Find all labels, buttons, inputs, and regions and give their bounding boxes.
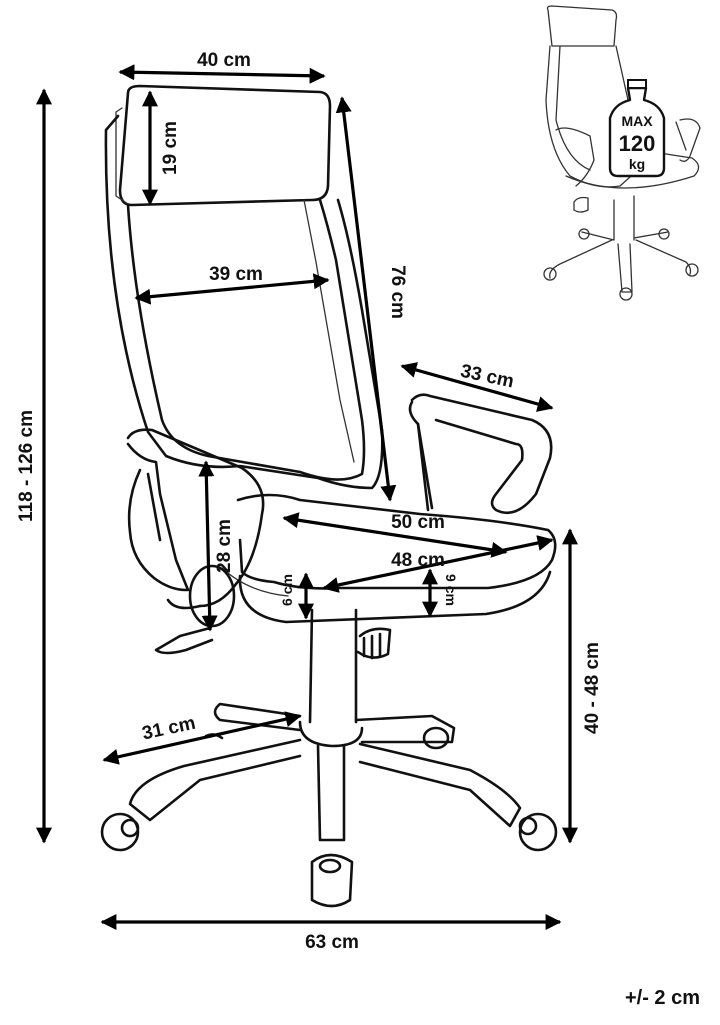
thumbnail-chair [543, 5, 701, 301]
label-armrest-height: 28 cm [214, 519, 235, 573]
badge-max: MAX [621, 113, 653, 129]
label-base-width: 63 cm [305, 932, 359, 953]
weight-icon [608, 86, 666, 178]
backrest [104, 114, 384, 490]
label-seat-thickness-front: 6 cm [279, 574, 295, 606]
label-headrest-height: 19 cm [160, 121, 181, 175]
caster-front [310, 853, 354, 908]
left-armrest [126, 428, 265, 608]
right-armrest [410, 393, 553, 515]
label-overall-height: 118 - 126 cm [16, 410, 37, 522]
label-backrest-width: 39 cm [209, 264, 263, 285]
label-headrest-width: 40 cm [197, 50, 251, 71]
arrow-seat-depth [322, 535, 554, 593]
chair-drawing [100, 84, 558, 908]
arrow-headrest-width [118, 64, 326, 84]
arrow-backrest-height [335, 96, 397, 502]
caster-back-right [422, 726, 450, 750]
label-armrest-length: 33 cm [459, 361, 516, 393]
label-seat-depth: 48 cm [391, 550, 445, 571]
badge-unit: kg [629, 156, 645, 172]
arrow-leg-length [102, 711, 302, 765]
arrow-backrest-width [134, 273, 330, 305]
tolerance-note: +/- 2 cm [624, 987, 700, 1009]
gas-cylinder [308, 608, 358, 724]
label-seat-width: 50 cm [391, 512, 445, 533]
caster-left [100, 812, 140, 852]
label-seat-thickness-back: 9 cm [443, 574, 459, 606]
dimension-arrows [36, 64, 578, 930]
max-weight-badge: MAX 120 kg [608, 79, 666, 178]
caster-right [518, 812, 558, 852]
arrow-armrest-length [400, 362, 554, 412]
label-seat-height: 40 - 48 cm [582, 642, 603, 734]
dimension-labels: 40 cm 19 cm 39 cm 76 cm 118 - 126 cm 33 … [16, 50, 603, 953]
badge-value: 120 [619, 131, 656, 156]
label-backrest-height: 76 cm [387, 265, 408, 319]
headrest [118, 84, 332, 207]
arrow-armrest-height [198, 460, 218, 632]
